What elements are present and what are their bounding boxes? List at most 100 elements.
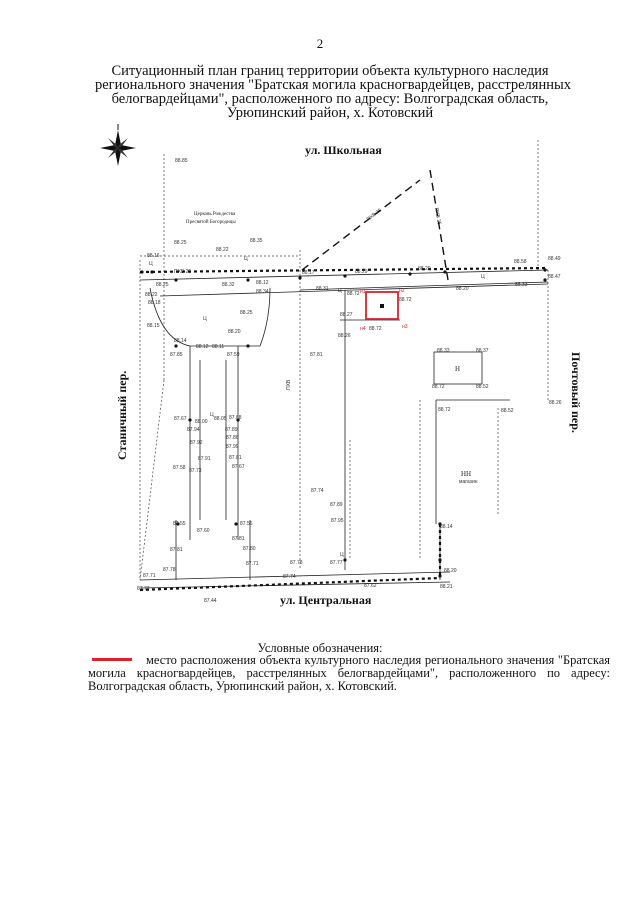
situational-plan-map: ул. Школьная ул. Центральная Станичный п… [100, 124, 583, 607]
elev: 87.85 [170, 352, 183, 358]
elev: 88.15 [147, 323, 160, 329]
elev: 87.81 [310, 352, 323, 358]
elev: 88.18 [148, 300, 161, 306]
elev: 87.56 [240, 521, 253, 527]
building-h-label: Н [455, 365, 460, 373]
elev: 88.72 [399, 297, 412, 303]
street-east-label: Почтовый пер. [569, 352, 583, 433]
elev: 88.20 [444, 568, 457, 574]
street-north-label: ул. Школьная [305, 143, 382, 157]
elev: 87.55 [173, 521, 186, 527]
elev: 88.72 [438, 407, 451, 413]
elev: 87.68 [229, 415, 242, 421]
grave-marker-icon [380, 304, 384, 308]
elev: 87.86 [226, 435, 239, 441]
elev: 88.16 [147, 253, 160, 259]
marker-5: Ц [338, 288, 342, 294]
church-label-line-2: Пресвятой Богородицы [186, 220, 236, 225]
elev: 88.85 [175, 158, 188, 164]
elev: 88.52 [501, 408, 514, 414]
page-number: 2 [316, 36, 324, 51]
elev: 87.74 [311, 488, 324, 494]
elev: 88.20 [418, 266, 431, 272]
elev: 88.34 [256, 289, 269, 295]
elev: 88.72 [369, 326, 382, 332]
elev: 87.44 [204, 598, 217, 604]
building-shop-sub: магазин [459, 479, 478, 485]
elev: 88.49 [548, 256, 561, 262]
elev: 88.72 [347, 291, 360, 297]
boundary-point-n3: н3 [402, 324, 408, 330]
elev: 87.60 [197, 528, 210, 534]
elev: 88.29 [355, 269, 368, 275]
elev: 87.59 [227, 352, 240, 358]
elev: 87.67 [232, 464, 245, 470]
elev: 87.78 [290, 560, 303, 566]
elev: 88.35 [250, 238, 263, 244]
elev: 87.91 [198, 456, 211, 462]
elev: 88.00 [195, 419, 208, 425]
marker-1: Ц [149, 261, 153, 267]
elev: 88.26 [338, 333, 351, 339]
elev: 88.12 [256, 280, 269, 286]
elev: 88.37 [476, 348, 489, 354]
building-h [433, 351, 483, 385]
elev: 88.52 [476, 384, 489, 390]
elev: 87.81 [232, 536, 245, 542]
title-line-2: регионального значения "Братская могила … [95, 77, 571, 93]
legend-title: Условные обозначения: [257, 641, 383, 655]
elev: 87.92 [190, 440, 203, 446]
boundary-point-n2: н2 [399, 288, 405, 294]
heritage-site-boundary [365, 291, 399, 320]
elev: 87.81 [170, 547, 183, 553]
elev: 88.22 [145, 292, 158, 298]
elev: 88.14 [174, 338, 187, 344]
boundary-point-n1: н1 [360, 289, 366, 295]
elev: 88.21 [440, 584, 453, 590]
elev: 87.71 [246, 561, 259, 567]
elev: 88.32 [222, 282, 235, 288]
title-line-3: белогвардейцами", расположенного по адре… [111, 91, 549, 107]
elev: 87.99 [226, 444, 239, 450]
elev: 87.77 [137, 586, 150, 592]
elev: 87.89 [225, 427, 238, 433]
elev: 88.20 [456, 286, 469, 292]
marker-3: Ц [203, 316, 207, 322]
elev: 87.78 [163, 567, 176, 573]
elev: 88.20 [228, 329, 241, 335]
elev: 88.58 [514, 259, 527, 265]
marker-6: Ц [210, 412, 214, 418]
elev: 87.74 [283, 574, 296, 580]
elev: 88.22 [216, 247, 229, 253]
marker-2: Ц [244, 256, 248, 262]
elev: 88.14 [440, 524, 453, 530]
building-shop-label: НН [461, 470, 471, 478]
elev: 87.67 [174, 416, 187, 422]
boundary-point-n4: н4 [360, 326, 366, 332]
elev: 87.95 [331, 518, 344, 524]
elev: 88.72 [432, 384, 445, 390]
elev: 88.11 [212, 344, 224, 350]
elev: 87.77 [330, 560, 343, 566]
elev: 88.25 [240, 310, 253, 316]
legend-red-line-swatch [92, 657, 132, 661]
elev: 88.25 [174, 240, 187, 246]
elev: 88.33 [515, 282, 528, 288]
marker-7: Ц [340, 552, 344, 558]
elev: 87.89 [330, 502, 343, 508]
compass-rose-icon [100, 124, 136, 166]
elev: 87.80 [243, 546, 256, 552]
title-line-1: Ситуационный план границ территории объе… [111, 63, 549, 79]
elev: 88.27 [340, 312, 353, 318]
document-title: Ситуационный план границ территории объе… [95, 63, 571, 121]
title-line-4: Урюпинский район, х. Котовский [226, 105, 434, 121]
elev: 87.94 [187, 427, 200, 433]
elev: 88.47 [548, 274, 561, 280]
elev: 87.71 [143, 573, 156, 579]
street-west-label: Станичный пер. [115, 371, 129, 460]
elev: 88.31 [316, 286, 329, 292]
elev: 88.05 [214, 416, 227, 422]
street-south-label: ул. Центральная [280, 593, 372, 607]
elev: 87.58 [173, 465, 186, 471]
elev: 88.12 [196, 344, 209, 350]
